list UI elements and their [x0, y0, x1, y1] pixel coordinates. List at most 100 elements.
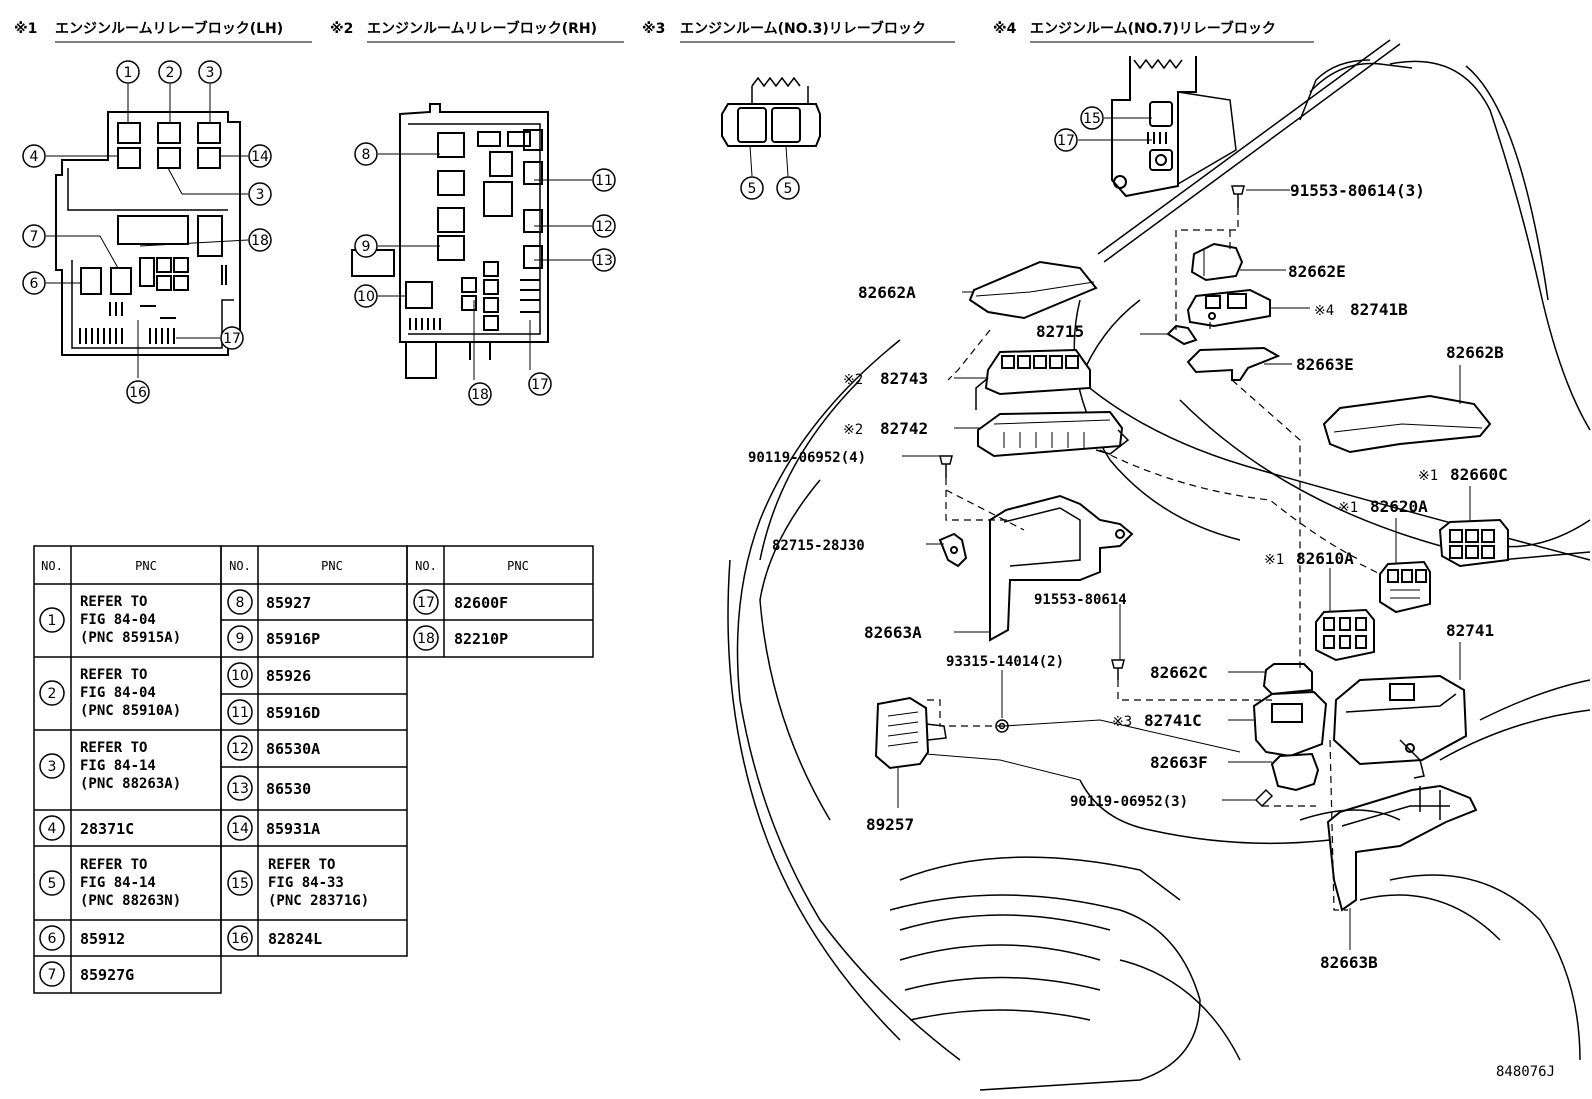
svg-text:FIG 84-04: FIG 84-04	[80, 612, 156, 628]
svg-text:PNC: PNC	[135, 559, 157, 573]
svg-text:FIG 84-14: FIG 84-14	[80, 758, 156, 774]
table-row: 10 85926	[227, 662, 311, 688]
callout: 12	[592, 214, 616, 238]
table-row: 4 28371C	[39, 815, 134, 841]
svg-text:85912: 85912	[80, 930, 125, 948]
figure-id: 848076J	[1496, 1064, 1555, 1080]
part-relay-block-82742	[977, 410, 1130, 458]
svg-text:28371C: 28371C	[80, 820, 134, 838]
svg-text:16: 16	[129, 385, 147, 401]
label-82741B: 82741B	[1350, 300, 1408, 319]
label-90119-06952-4: 90119-06952(4)	[748, 450, 866, 466]
table-row: 14 85931A	[227, 815, 320, 841]
svg-text:3: 3	[48, 759, 57, 775]
label-82620A: 82620A	[1370, 497, 1428, 516]
callout: 5	[776, 176, 800, 200]
part-bracket-82663A	[989, 494, 1134, 642]
callout: 17	[528, 372, 552, 396]
svg-text:18: 18	[471, 387, 489, 403]
svg-text:(PNC 28371G): (PNC 28371G)	[268, 893, 369, 909]
callout: 17	[1054, 128, 1078, 152]
svg-text:NO.: NO.	[229, 559, 251, 573]
part-relay-block-82610A	[1315, 608, 1375, 662]
svg-text:8: 8	[362, 147, 371, 163]
svg-text:5: 5	[784, 181, 793, 197]
callout: 3	[198, 60, 222, 84]
svg-text:PNC: PNC	[507, 559, 529, 573]
label-91553-80614: 91553-80614	[1034, 592, 1127, 608]
part-clip-82715-28J30	[938, 532, 968, 568]
parts-table-col2: 8 85927 9 85916P 10 85926 11 85916D 12 8…	[227, 589, 369, 951]
svg-text:17: 17	[1057, 133, 1075, 149]
svg-text:(PNC 85910A): (PNC 85910A)	[80, 703, 181, 719]
mark-82741C: ※3	[1112, 714, 1132, 730]
svg-text:FIG 84-14: FIG 84-14	[80, 875, 156, 891]
callout: 3	[248, 182, 272, 206]
table-row: 17 82600F	[413, 589, 508, 615]
inset-rh-relay-block	[351, 103, 549, 379]
part-relay-block-82741	[1332, 674, 1468, 779]
inset-no3-relay-block	[721, 76, 821, 177]
label-82662B: 82662B	[1446, 343, 1504, 362]
mark-82742: ※2	[843, 422, 863, 438]
svg-text:85916D: 85916D	[266, 704, 320, 722]
svg-text:7: 7	[30, 229, 39, 245]
svg-text:エンジンルームリレーブロック(LH): エンジンルームリレーブロック(LH)	[55, 20, 283, 37]
svg-text:エンジンルーム(NO.3)リレーブロック: エンジンルーム(NO.3)リレーブロック	[680, 20, 926, 37]
svg-text:15: 15	[231, 876, 249, 892]
table-row: 18 82210P	[413, 625, 508, 651]
svg-text:FIG 84-04: FIG 84-04	[80, 685, 156, 701]
svg-text:※3: ※3	[642, 21, 665, 37]
callout: 5	[740, 176, 764, 200]
svg-text:REFER TO: REFER TO	[80, 667, 147, 683]
label-82662A: 82662A	[858, 283, 916, 302]
parts-table-col3: 17 82600F 18 82210P	[413, 589, 508, 651]
inset-rh-leaders	[378, 153, 592, 380]
svg-text:REFER TO: REFER TO	[80, 594, 147, 610]
callout: 9	[354, 234, 378, 258]
part-cover-82662C	[1262, 663, 1313, 696]
table-row: 8 85927	[227, 589, 311, 615]
assembly-dashed-lines	[926, 208, 1381, 911]
table-row: 6 85912	[39, 925, 125, 951]
table-row: 16 82824L	[227, 925, 322, 951]
svg-text:13: 13	[231, 781, 249, 797]
svg-text:1: 1	[124, 65, 133, 81]
table-row: 13 86530	[227, 775, 311, 801]
svg-text:12: 12	[595, 219, 613, 235]
svg-text:9: 9	[236, 631, 245, 647]
mark-82610A: ※1	[1264, 552, 1284, 568]
callout: 18	[248, 228, 272, 252]
svg-text:3: 3	[256, 187, 265, 203]
svg-text:12: 12	[231, 741, 249, 757]
label-82663F: 82663F	[1150, 753, 1208, 772]
part-cover-82662A	[968, 260, 1098, 320]
svg-text:REFER TO: REFER TO	[80, 740, 147, 756]
svg-text:(PNC 88263A): (PNC 88263A)	[80, 776, 181, 792]
part-relay-block-82743	[975, 348, 1091, 410]
label-82742: 82742	[880, 419, 928, 438]
label-82741: 82741	[1446, 621, 1494, 640]
svg-text:18: 18	[251, 233, 269, 249]
svg-text:17: 17	[223, 331, 241, 347]
svg-text:16: 16	[231, 931, 249, 947]
svg-text:5: 5	[48, 876, 57, 892]
label-82662C: 82662C	[1150, 663, 1208, 682]
inset-lh-callouts: 1 2 3 4 3 14 7 18 6 17 16	[22, 60, 272, 404]
mark-82620A: ※1	[1338, 500, 1358, 516]
svg-text:4: 4	[30, 149, 39, 165]
svg-text:17: 17	[531, 377, 549, 393]
inset-no3-callouts: 5 5	[740, 176, 800, 200]
svg-text:REFER TO: REFER TO	[268, 857, 335, 873]
part-relay-block-82660C	[1438, 518, 1509, 568]
svg-text:7: 7	[48, 967, 57, 983]
table-row: 12 86530A	[227, 735, 320, 761]
svg-text:8: 8	[236, 595, 245, 611]
inset-rh-callouts: 8 11 12 9 13 10 17 18	[354, 142, 616, 406]
table-row: 3 REFER TO FIG 84-14 (PNC 88263A)	[39, 740, 181, 792]
svg-text:15: 15	[1083, 111, 1101, 127]
svg-text:85916P: 85916P	[266, 630, 320, 648]
header-lh: ※1 エンジンルームリレーブロック(LH)	[14, 20, 312, 43]
label-90119-06952-3: 90119-06952(3)	[1070, 794, 1188, 810]
